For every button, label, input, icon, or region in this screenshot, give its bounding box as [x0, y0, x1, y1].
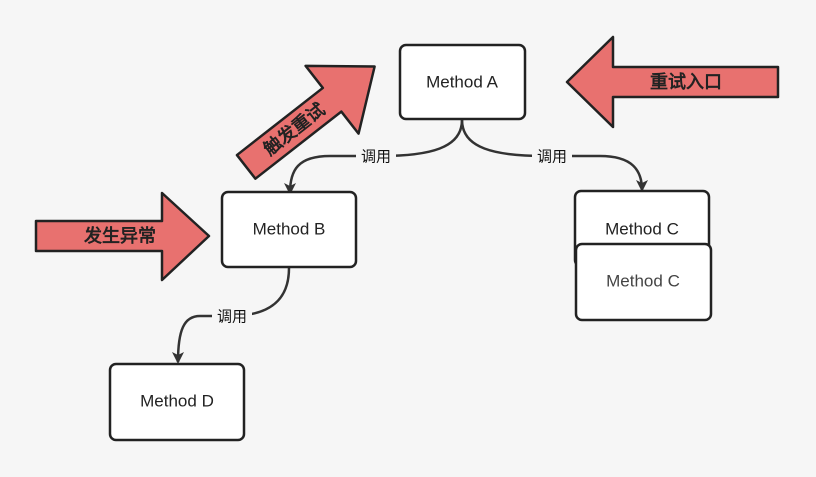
node-method-a[interactable]: Method A: [398, 43, 527, 121]
node-method-d-label: Method D: [140, 391, 214, 410]
edge-label-bg: [212, 305, 252, 327]
edge-label-a-to-b: 调用: [361, 148, 391, 166]
node-method-a-label: Method A: [426, 72, 498, 91]
edge-label-bg: [356, 145, 396, 167]
callout-retry-trigger: 触发重试: [235, 64, 376, 180]
edge-label-b-to-d: 调用: [217, 308, 247, 326]
callout-retry-entry: 重试入口: [565, 35, 780, 129]
callout-retry-entry-label: 重试入口: [650, 71, 722, 93]
node-method-c-back-label: Method C: [605, 219, 679, 238]
node-method-b[interactable]: Method B: [220, 190, 358, 269]
node-method-d[interactable]: Method D: [108, 362, 246, 442]
node-method-b-label: Method B: [253, 219, 326, 238]
callout-exception-label: 发生异常: [83, 225, 156, 247]
node-method-c-front[interactable]: Method C: [574, 242, 713, 322]
edge-label-bg: [532, 145, 572, 167]
node-method-c-front-label: Method C: [606, 271, 680, 290]
edge-label-a-to-c: 调用: [537, 148, 567, 166]
callout-exception: 发生异常: [34, 191, 211, 282]
